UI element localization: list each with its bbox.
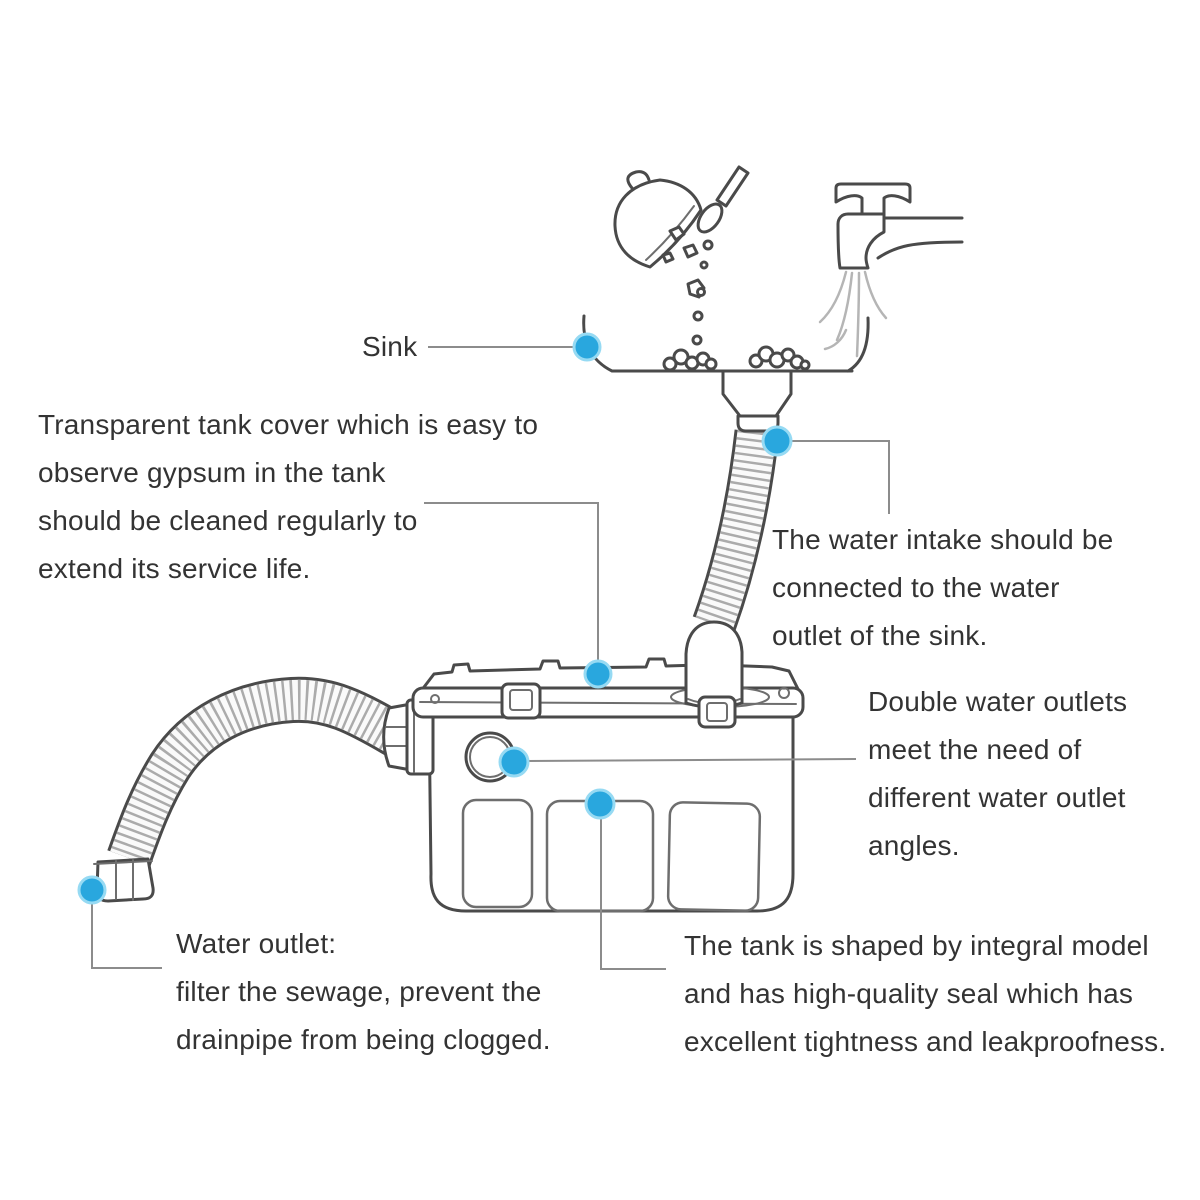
tank-cover-marker-dot [583,659,613,689]
side-outlet-marker-dot [498,746,530,778]
sink-basin-illustration [582,314,870,373]
inlet-hose-illustration [692,429,780,632]
outlet-hose-illustration [93,676,416,903]
sink-label: Sink [362,331,418,362]
water-outlet-annotation: Water outlet: filter the sewage, prevent… [176,928,551,1055]
tank-cover-callout-line [424,502,599,664]
sink-marker-dot [572,332,602,362]
sink-drain-icon [721,369,793,433]
marker-dots [77,332,793,905]
water-intake-elbow-icon [684,620,744,729]
bowl-icon [613,170,706,299]
tank-seal-callout-line [600,816,666,970]
double-outlets-annotation: Double water outlets meet the need of di… [868,686,1128,861]
water-intake-marker-dot [761,425,793,457]
lid-latch-icon [500,682,542,720]
water-outlet-marker-dot [77,875,107,905]
tank-seal-marker-dot [584,788,616,820]
double-outlets-callout-line [526,758,857,762]
water-intake-annotation: The water intake should be connected to … [772,524,1114,651]
water-intake-callout-line [790,440,890,514]
faucet-icon [818,182,964,358]
water-outlet-callout-line [91,900,162,969]
callout-lines [91,346,890,970]
water-stream-icon [818,270,888,358]
tank-seal-annotation: The tank is shaped by integral model and… [684,930,1167,1057]
tank-cover-annotation: Transparent tank cover which is easy to … [38,409,539,584]
food-scraps-icon [662,345,811,372]
cleaning-brush-icon [691,165,750,346]
